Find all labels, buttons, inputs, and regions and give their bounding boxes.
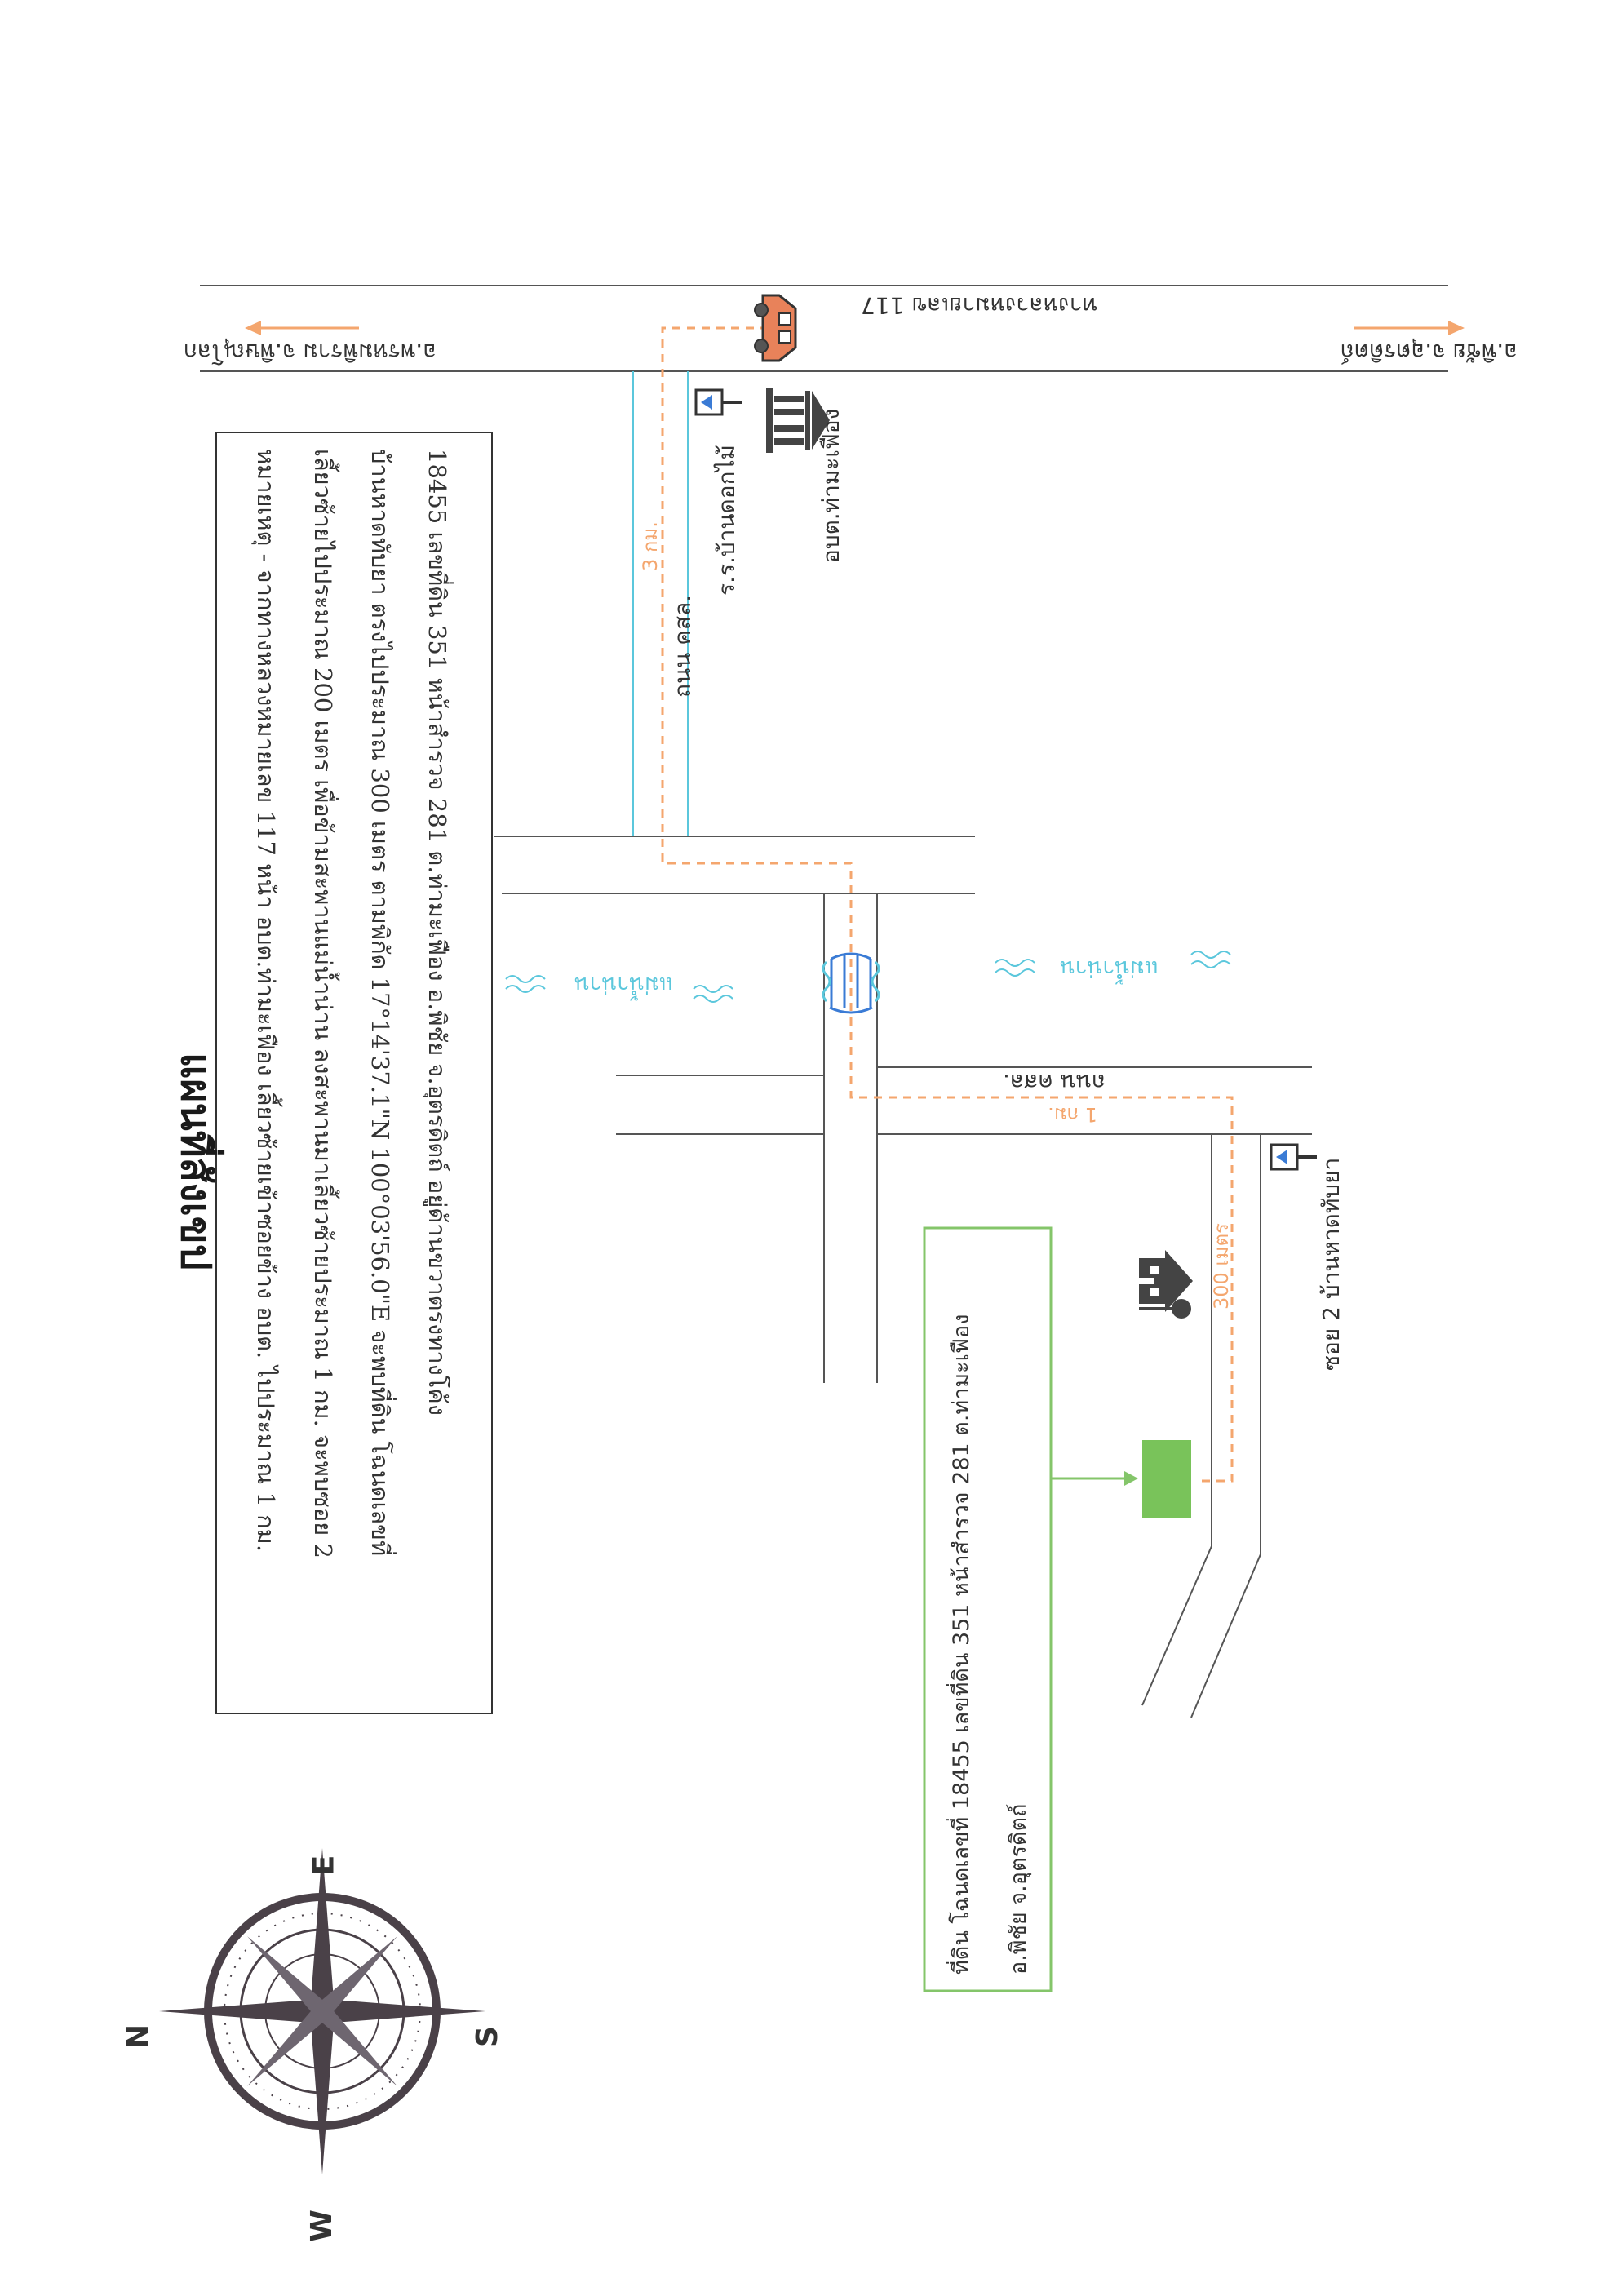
distance-300m: 300 เมตร <box>1210 1223 1233 1310</box>
route-dashed <box>661 326 1234 1483</box>
river-label-2: แม่น้ำน่าน <box>1060 955 1159 981</box>
office-label: อบต.ท่ามะเฟือง <box>818 408 844 563</box>
map-title: แผนที่สังเขป <box>172 1053 220 1270</box>
road-kor-label: ถนน คสล. <box>669 594 696 698</box>
direction-arrow-left <box>245 321 359 335</box>
compass-n: N <box>122 2023 156 2050</box>
bridge-icon <box>822 952 880 1014</box>
note-box <box>215 432 493 1714</box>
house-icon <box>1139 1250 1193 1319</box>
direction-arrow-right <box>1354 321 1465 335</box>
village-sign-icon <box>1270 1143 1317 1171</box>
compass-rose-icon <box>159 1848 485 2174</box>
highway-117 <box>200 285 1448 372</box>
school-label: ร.ร.บ้านดอกไม้ <box>713 444 740 596</box>
land-info-line-2: อ.พิชัย จ.อุตรดิตถ์ <box>1006 1803 1031 1975</box>
road-kor <box>616 1066 1312 1135</box>
road-obt-side <box>494 836 975 894</box>
land-parcel <box>1142 1440 1191 1518</box>
highway-name: ทางหลวงหมายเลข 117 <box>860 292 1097 319</box>
car-icon <box>754 294 797 362</box>
compass-s: S <box>470 2026 504 2047</box>
note-line-3: บ้านหาดทับยา ตรงไปประมาณ 300 เมตร ตามพิก… <box>366 449 394 1557</box>
river-label-1: แม่น้ำน่าน <box>574 972 673 997</box>
road-soi-2 <box>1141 1134 1261 1718</box>
land-info-line-1: ที่ดิน โฉนดเลขที่ 18455 เลขที่ดิน 351 หน… <box>949 1314 974 1975</box>
direction-right-label: อ.พิชัย จ.อุตรดิตถ์ <box>1340 339 1518 366</box>
distance-3km: 3 กม. <box>639 521 662 571</box>
land-info-box <box>923 1226 1053 1992</box>
government-building-icon <box>766 388 830 453</box>
land-pointer-arrow <box>1051 1471 1138 1486</box>
river-waves-1 <box>505 975 733 1003</box>
soi-label: ซอย 2 บ้านหาดทับยา <box>1318 1157 1345 1371</box>
compass-w: W <box>304 2210 339 2242</box>
note-line-4: 18455 เลขที่ดิน 351 หน้าสำรวจ 281 ต.ท่าม… <box>423 449 451 1416</box>
river-waves-2 <box>995 951 1231 977</box>
compass-e: E <box>307 1855 341 1876</box>
direction-left-label: อ.พรหมพิราม จ.พิษณุโลก <box>183 339 437 366</box>
note-line-2: เลี้ยวซ้ายไปประมาณ 200 เมตร เพื่อข้ามสะพ… <box>309 449 337 1558</box>
note-line-1: หมายเหตุ - จากทางหลวงหมายเลข 117 หน้า อบ… <box>252 449 280 1553</box>
distance-1km: 1 กม. <box>1048 1103 1097 1126</box>
canal <box>632 371 689 836</box>
school-sign-icon <box>694 388 742 416</box>
road-kor-2-label: ถนน คสล. <box>1002 1069 1106 1096</box>
